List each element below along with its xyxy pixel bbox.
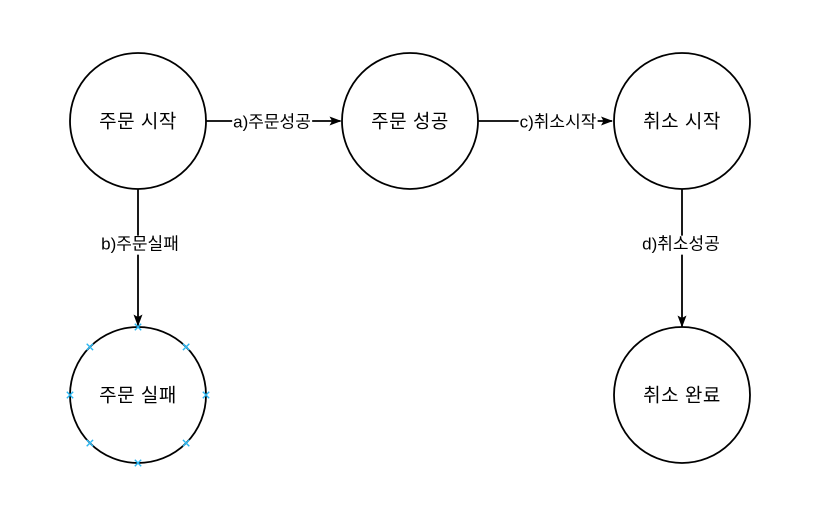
connection-point-icon[interactable] [202, 391, 210, 399]
node-label-cancel-start: 취소 시작 [643, 111, 721, 133]
node-cancel-start[interactable] [613, 52, 751, 190]
connection-point-icon[interactable] [134, 323, 142, 331]
edge-label-b[interactable]: b)주문실패 [100, 234, 180, 255]
node-label-order-success: 주문 성공 [371, 111, 449, 133]
edge-label-c[interactable]: c)취소시작 [518, 112, 598, 133]
connection-point-icon[interactable] [182, 343, 190, 351]
node-cancel-complete[interactable] [613, 326, 751, 464]
connection-point-icon[interactable] [86, 343, 94, 351]
node-label-order-fail: 주문 실패 [99, 385, 177, 407]
connection-points [66, 323, 210, 467]
connection-point-icon[interactable] [134, 459, 142, 467]
node-label-cancel-complete: 취소 완료 [643, 385, 721, 407]
node-order-success[interactable] [341, 52, 479, 190]
edge-label-a[interactable]: a)주문성공 [232, 112, 312, 133]
edge-label-d[interactable]: d)취소성공 [641, 234, 721, 255]
node-label-order-start: 주문 시작 [99, 111, 177, 133]
connection-point-icon[interactable] [66, 391, 74, 399]
connection-point-icon[interactable] [182, 439, 190, 447]
node-order-start[interactable] [69, 52, 207, 190]
connection-point-icon[interactable] [86, 439, 94, 447]
